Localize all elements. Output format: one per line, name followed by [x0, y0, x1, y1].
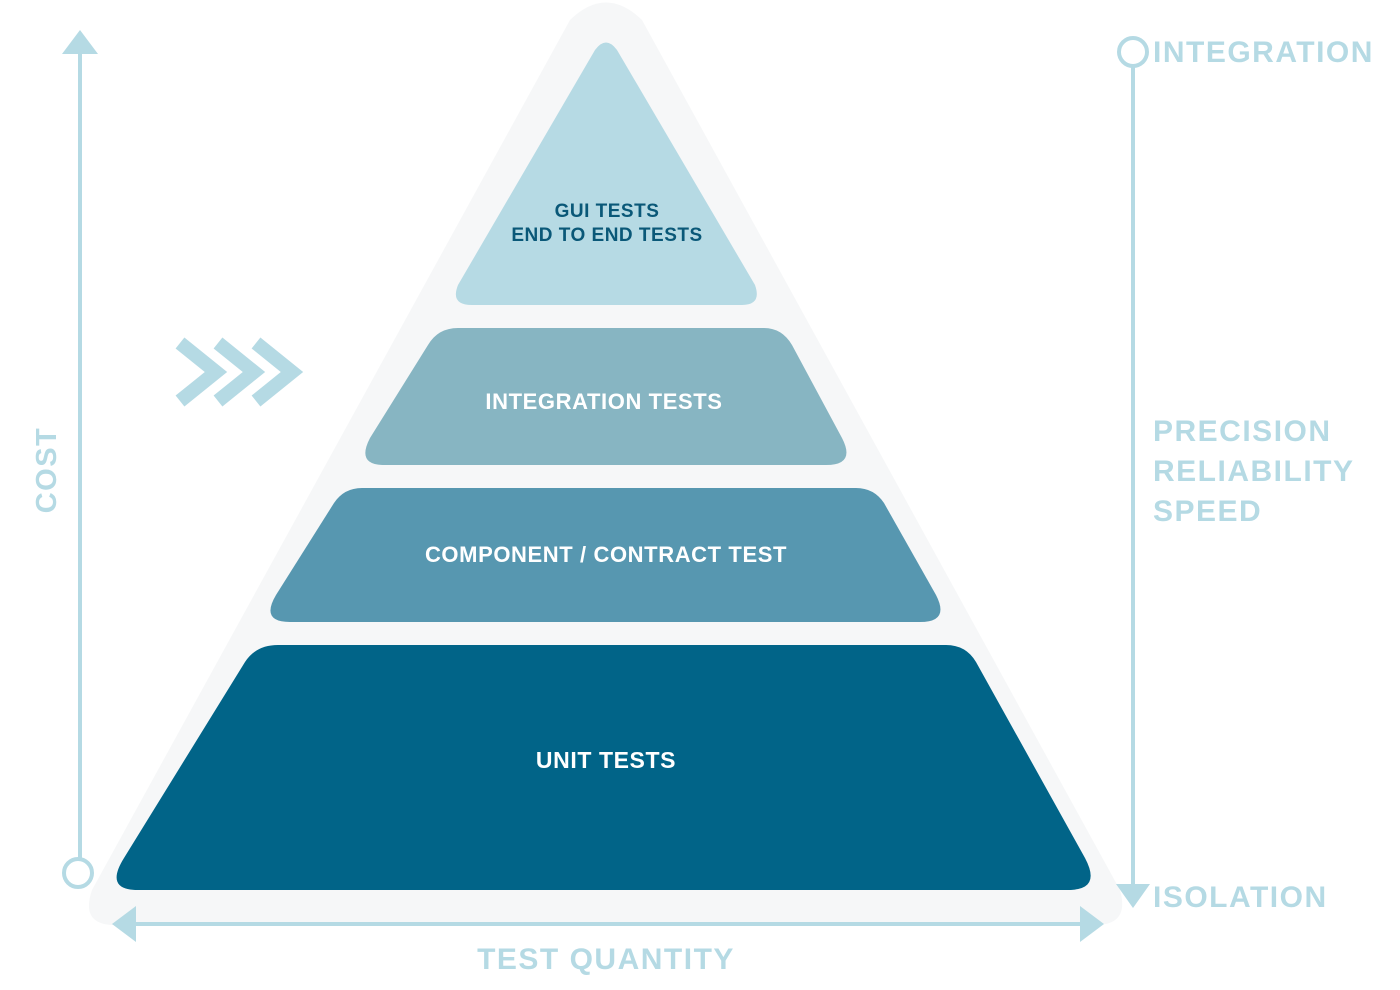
- tier-gui-label-line2: END TO END TESTS: [511, 225, 702, 246]
- cost-axis-arrow-up-icon: [62, 30, 98, 54]
- integration-label: INTEGRATION: [1153, 36, 1374, 69]
- quantity-axis: [112, 906, 1104, 942]
- tier-component-label: COMPONENT / CONTRACT TEST: [425, 542, 787, 567]
- quantity-axis-arrow-right-icon: [1080, 906, 1104, 942]
- tier-integration-tests: [365, 328, 847, 465]
- cost-axis-label: COST: [31, 427, 63, 514]
- tier-unit-label: UNIT TESTS: [536, 747, 676, 773]
- tier-integration-label: INTEGRATION TESTS: [485, 389, 722, 414]
- integration-isolation-axis: [1116, 36, 1150, 908]
- tier-component-tests: [270, 488, 941, 622]
- cost-axis: [62, 30, 98, 889]
- quantity-axis-label: TEST QUANTITY: [477, 943, 735, 976]
- origin-circle-icon: [62, 857, 94, 889]
- quality-speed: SPEED: [1153, 495, 1262, 528]
- triple-chevron-right-icon: [175, 337, 304, 407]
- isolation-arrow-down-icon: [1116, 884, 1150, 908]
- quality-precision: PRECISION: [1153, 415, 1332, 448]
- isolation-label: ISOLATION: [1153, 881, 1328, 914]
- tier-unit-tests: [116, 645, 1091, 890]
- quality-reliability: RELIABILITY: [1153, 455, 1355, 488]
- quantity-axis-arrow-left-icon: [112, 906, 136, 942]
- tier-gui-tests: [455, 42, 757, 305]
- tier-gui-label-line1: GUI TESTS: [555, 201, 660, 222]
- integration-circle-icon: [1117, 36, 1149, 68]
